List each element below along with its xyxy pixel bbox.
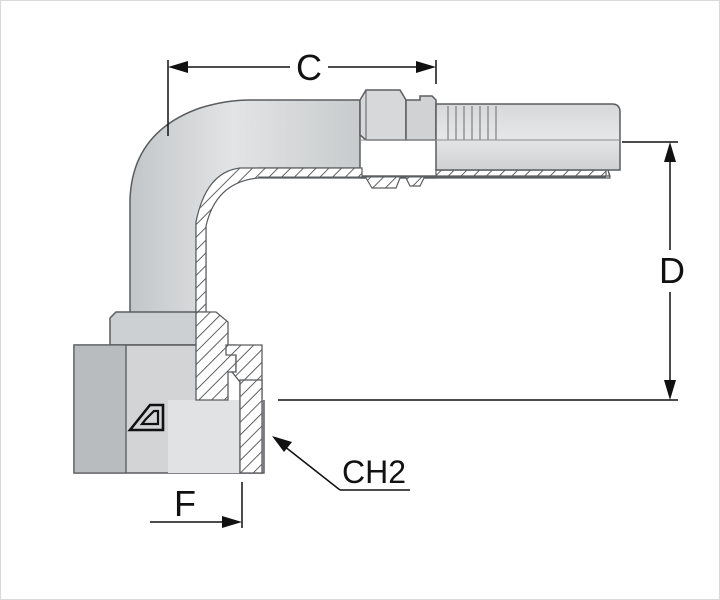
dimension-label-c: C — [296, 47, 322, 88]
sectioned-wall — [195, 167, 611, 400]
dimension-label-ch2: CH2 — [342, 454, 406, 490]
sectioned-stem — [195, 311, 263, 474]
manufacturer-logo-icon — [127, 403, 165, 432]
dimension-label-f: F — [174, 483, 196, 524]
dimension-lines — [150, 60, 678, 528]
dimension-label-d: D — [659, 250, 685, 291]
hose-tail — [359, 89, 621, 171]
